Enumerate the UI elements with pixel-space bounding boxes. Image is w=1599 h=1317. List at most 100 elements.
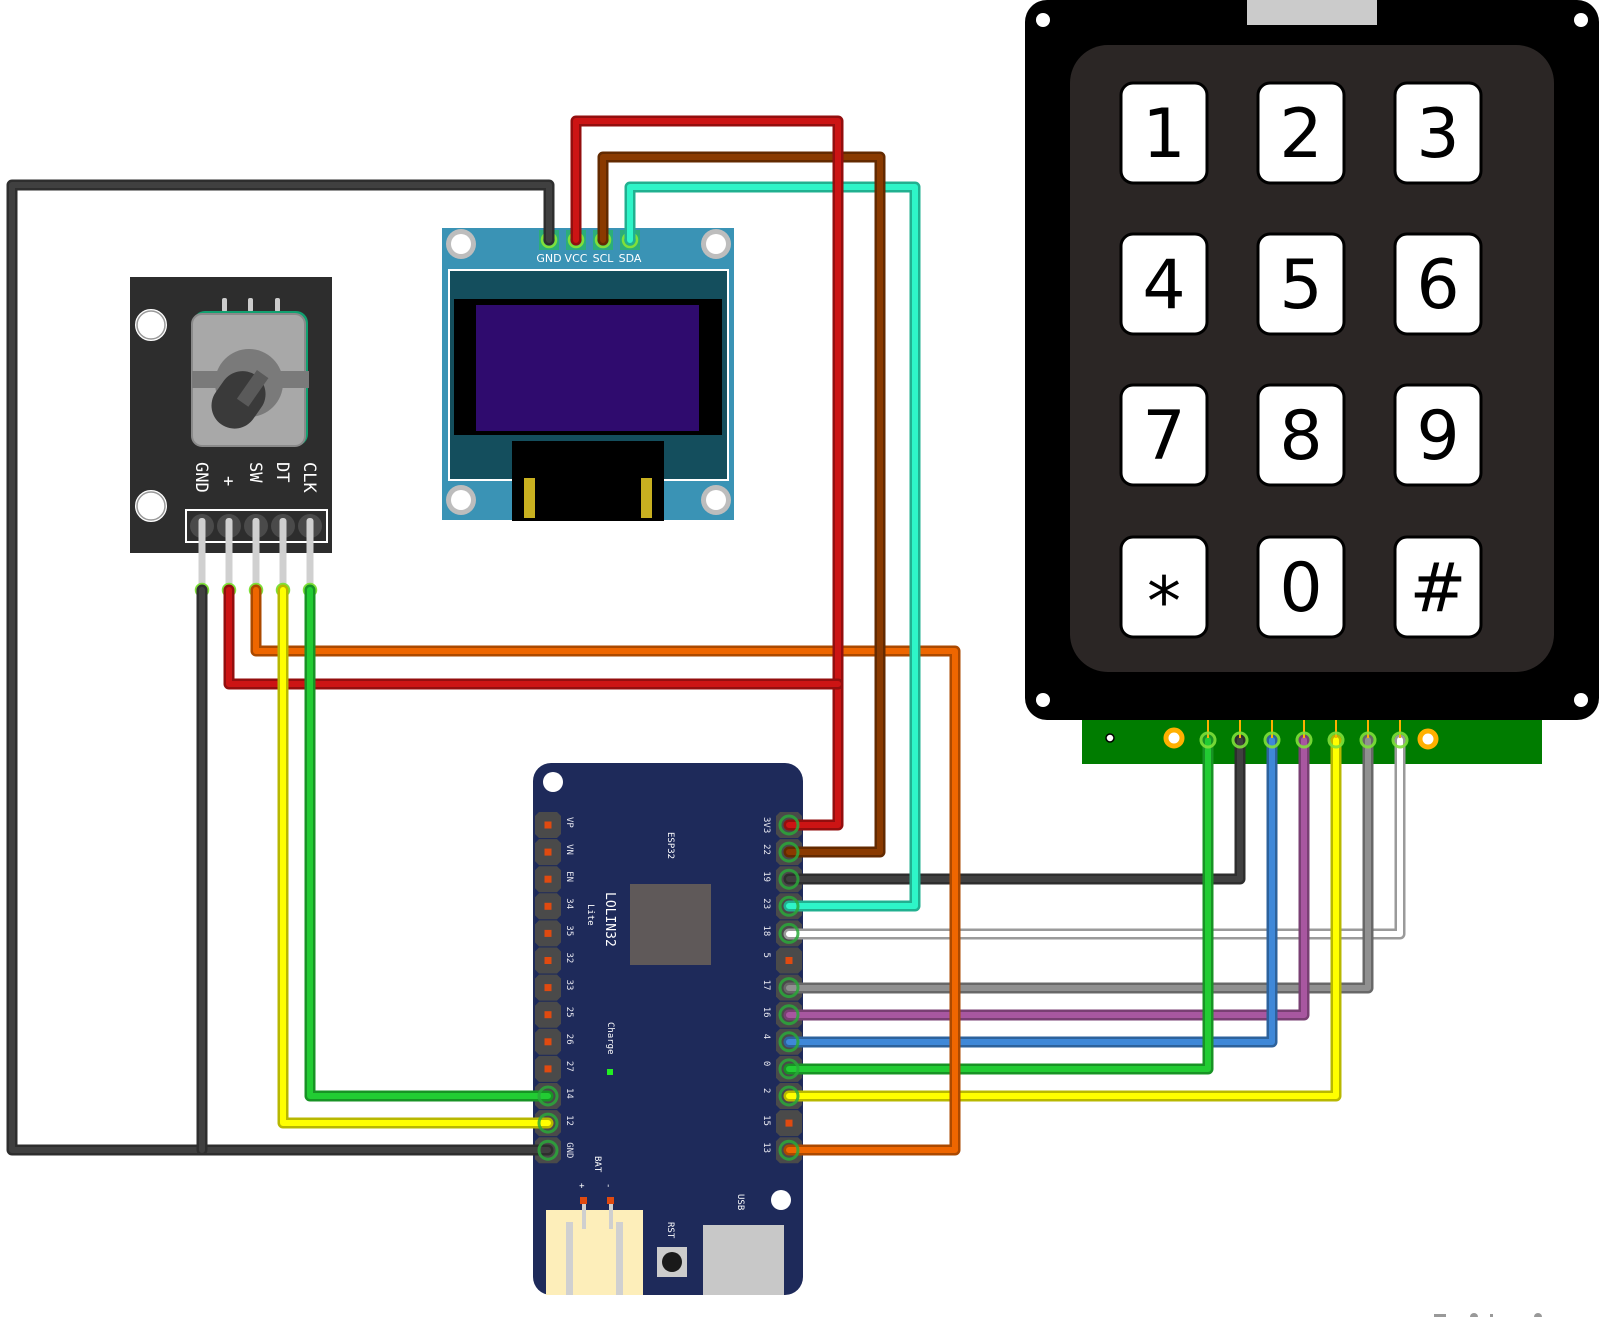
- esp32-mount-hole: [771, 1190, 791, 1210]
- keypad-key-7[interactable]: 7: [1119, 383, 1209, 487]
- keypad-pin-3[interactable]: [1263, 731, 1281, 749]
- esp32-pin-34[interactable]: [544, 902, 552, 910]
- battery-pad-plus: [580, 1197, 587, 1204]
- esp32-pin-32[interactable]: [544, 957, 552, 964]
- pin-connection-rings: [537, 814, 800, 1161]
- battery-pin-plus: [582, 1203, 586, 1229]
- esp32-pin-26[interactable]: [544, 1038, 552, 1046]
- keypad-key-label: 5: [1279, 246, 1322, 325]
- esp32-pin-5[interactable]: [785, 957, 793, 964]
- keypad-key-6[interactable]: 6: [1393, 232, 1483, 336]
- wire-encoder-plus[interactable]: [223, 584, 844, 690]
- keypad-key-cap[interactable]: [1393, 383, 1483, 487]
- keypad-key-cap[interactable]: [1393, 535, 1483, 639]
- esp32-pin-label: EN: [564, 871, 574, 882]
- keypad-mount-pad: [1417, 728, 1439, 750]
- keypad-key-cap[interactable]: [1119, 81, 1209, 185]
- keypad-key-cap[interactable]: [1256, 232, 1346, 336]
- keypad-key-cap[interactable]: [1393, 232, 1483, 336]
- encoder-top-pin: [275, 298, 280, 312]
- esp32-connected-pin-ring: [778, 1004, 800, 1026]
- wire-oled-scl[interactable]: [597, 151, 886, 858]
- esp32-connected-pin-ring: [778, 841, 800, 863]
- esp32-chip: [630, 884, 711, 965]
- wire-encoder-sw[interactable]: [250, 584, 961, 1156]
- encoder-pin-dt: [279, 518, 287, 590]
- esp32-pin-15[interactable]: [785, 1119, 793, 1127]
- battery-pin-minus: [609, 1203, 613, 1229]
- wire-oled-gnd-to-encoder-gnd[interactable]: [6, 179, 555, 1156]
- esp32-pin-35[interactable]: [544, 929, 552, 937]
- wire-keypad-2[interactable]: [783, 734, 1246, 885]
- esp32-pin-label: GND: [564, 1142, 574, 1158]
- esp32-pin-label: 26: [564, 1034, 574, 1045]
- wire-core: [786, 737, 1403, 937]
- encoder-pin-vcc: [225, 518, 233, 590]
- keypad-key-9[interactable]: 9: [1393, 383, 1483, 487]
- keypad-key-3[interactable]: 3: [1393, 81, 1483, 185]
- battery-connector-rail: [566, 1222, 573, 1295]
- keypad-key-hash[interactable]: #: [1393, 535, 1483, 639]
- keypad-key-5[interactable]: 5: [1256, 232, 1346, 336]
- wire-keypad-5[interactable]: [783, 734, 1342, 1102]
- esp32-connected-pin-ring: [778, 1058, 800, 1080]
- keypad-pin-5[interactable]: [1327, 731, 1345, 749]
- keypad-key-4[interactable]: 4: [1119, 232, 1209, 336]
- esp32-bat-plus: +: [576, 1183, 586, 1189]
- esp32-pin-label: 12: [564, 1115, 574, 1126]
- esp32-pin-label: 25: [564, 1007, 574, 1018]
- keypad-key-1[interactable]: 1: [1119, 81, 1209, 185]
- encoder-pin-gnd: [198, 518, 206, 590]
- wire-encoder-dt[interactable]: [277, 584, 554, 1129]
- keypad-key-label: 0: [1279, 549, 1322, 628]
- keypad-key-0[interactable]: 0: [1256, 535, 1346, 639]
- keypad-key-label: 7: [1142, 397, 1185, 476]
- esp32-pin-vn[interactable]: [544, 848, 552, 856]
- wire-keypad-3[interactable]: [783, 734, 1278, 1048]
- esp32-connected-pin-ring: [537, 1112, 559, 1134]
- keypad-key-label: 1: [1142, 95, 1185, 174]
- keypad-key-2[interactable]: 2: [1256, 81, 1346, 185]
- keypad-key-cap[interactable]: [1119, 535, 1209, 639]
- usb-port[interactable]: [703, 1225, 784, 1295]
- esp32-pin-25[interactable]: [544, 1011, 552, 1019]
- esp32-connected-pin-ring: [778, 922, 800, 944]
- keypad-key-cap[interactable]: [1256, 81, 1346, 185]
- esp32-pin-label: VP: [564, 817, 574, 828]
- keypad-mount-pad: [1163, 727, 1185, 749]
- wire-encoder-clk[interactable]: [304, 584, 554, 1102]
- esp32-pin-vp[interactable]: [544, 821, 552, 829]
- keypad-key-cap[interactable]: [1256, 535, 1346, 639]
- wire-keypad-6[interactable]: [783, 734, 1374, 994]
- keypad-pin-1[interactable]: [1199, 731, 1217, 749]
- keypad-pin-6[interactable]: [1359, 731, 1377, 749]
- wire-oled-vcc[interactable]: [570, 115, 844, 831]
- charge-led: [607, 1069, 613, 1075]
- esp32-pin-27[interactable]: [544, 1065, 552, 1073]
- keypad-key-cap[interactable]: [1256, 383, 1346, 487]
- esp32-pin-33[interactable]: [544, 984, 552, 992]
- keypad-pin-4[interactable]: [1295, 731, 1313, 749]
- reset-button[interactable]: [662, 1252, 682, 1272]
- esp32-pin-en[interactable]: [544, 875, 552, 883]
- esp32-charge-label: Charge: [605, 1022, 615, 1055]
- keypad-key-cap[interactable]: [1393, 81, 1483, 185]
- wire-outline: [223, 584, 844, 690]
- keypad-key-cap[interactable]: [1119, 232, 1209, 336]
- oled-pin-label: VCC: [565, 252, 588, 265]
- keypad-key-8[interactable]: 8: [1256, 383, 1346, 487]
- wire-keypad-4[interactable]: [783, 734, 1310, 1021]
- wire-oled-sda[interactable]: [624, 181, 921, 912]
- encoder-pin-clk: [306, 518, 314, 590]
- oled-pin-label: SCL: [593, 252, 615, 265]
- esp32-connected-pin-ring: [778, 977, 800, 999]
- keypad-key-star[interactable]: *: [1119, 535, 1209, 642]
- encoder-pin-sw: [252, 518, 260, 590]
- keypad-pin-7[interactable]: [1391, 731, 1409, 749]
- wire-keypad-7[interactable]: [783, 734, 1406, 940]
- keypad-pin-2[interactable]: [1231, 731, 1249, 749]
- keypad-key-cap[interactable]: [1119, 383, 1209, 487]
- wire-keypad-1[interactable]: [783, 734, 1214, 1075]
